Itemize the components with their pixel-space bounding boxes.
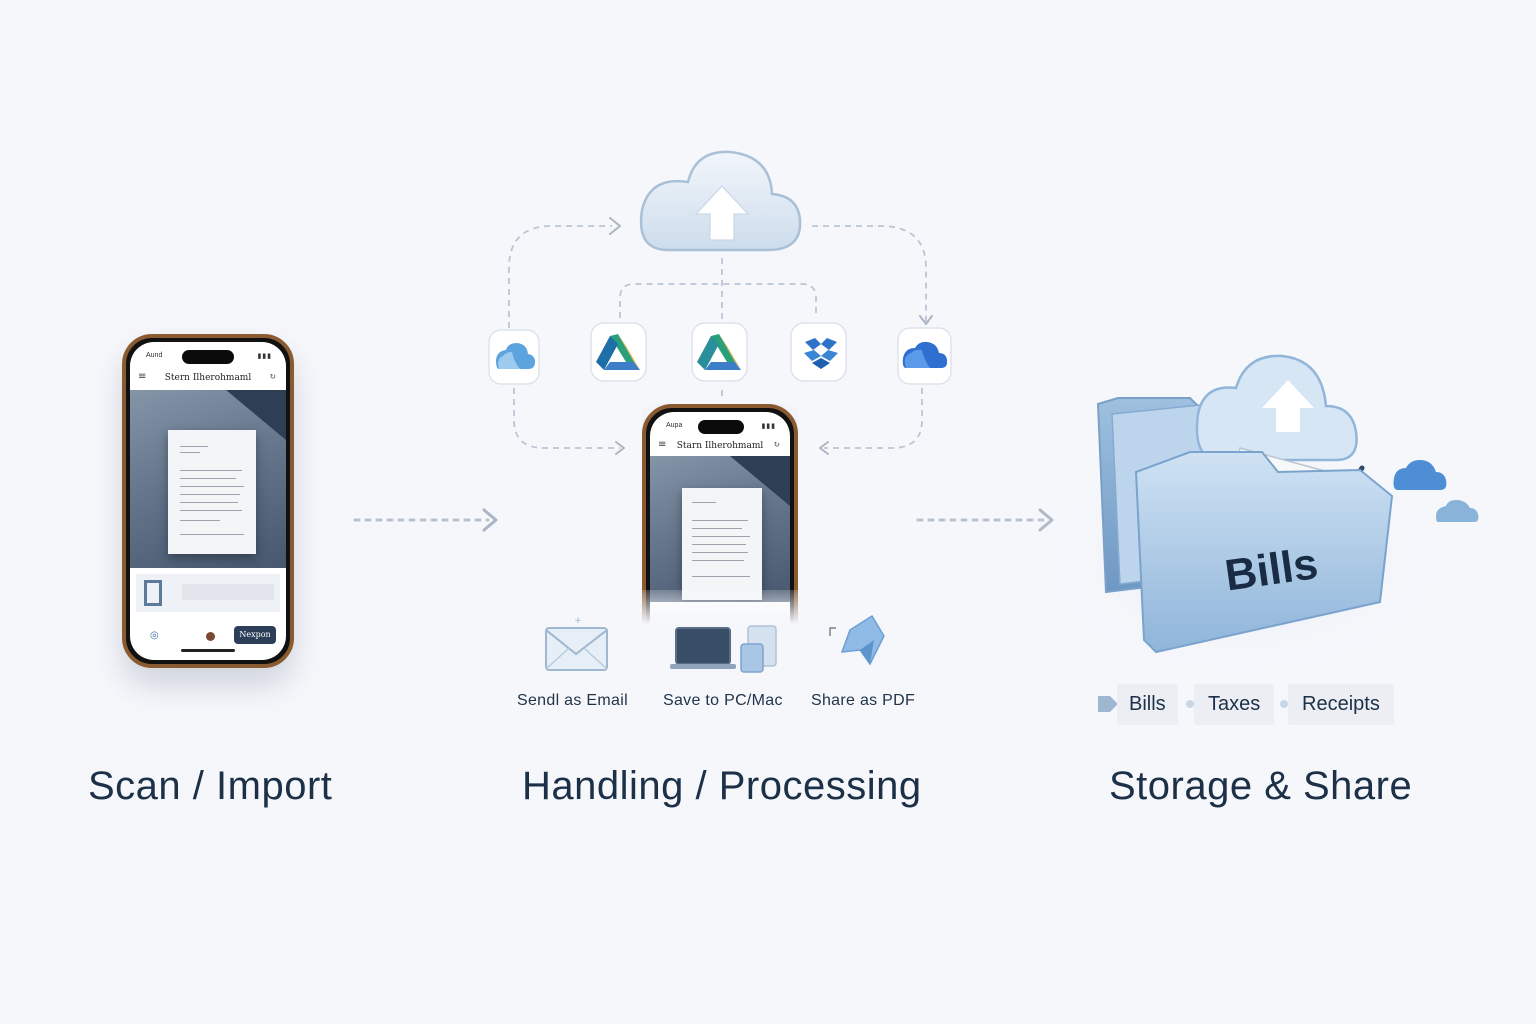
status-time: Aupa bbox=[666, 422, 683, 429]
app-header: ≡ Starn Ilherohmaml ↻ bbox=[650, 436, 790, 458]
upload-cloud-icon bbox=[639, 150, 802, 252]
google-drive-icon bbox=[697, 334, 741, 370]
tag-bills[interactable]: Bills bbox=[1117, 684, 1178, 725]
shutter-icon[interactable] bbox=[206, 632, 215, 641]
thumbnail-strip bbox=[136, 574, 280, 612]
bottom-controls: ◎ Nexpon bbox=[130, 622, 286, 652]
status-bar: Aund ▮▮▮ bbox=[130, 342, 286, 372]
home-indicator bbox=[181, 649, 235, 652]
phone-processing: Aupa ▮▮▮ ≡ Starn Ilherohmaml ↻ bbox=[642, 404, 798, 624]
service-google-drive[interactable] bbox=[590, 322, 647, 382]
phone-fade bbox=[642, 590, 798, 624]
connector-arrowheads bbox=[609, 217, 933, 455]
tag-receipts[interactable]: Receipts bbox=[1288, 684, 1394, 725]
scanned-document bbox=[682, 488, 762, 600]
service-dropbox[interactable] bbox=[790, 322, 847, 382]
dropbox-icon bbox=[804, 338, 838, 369]
refresh-icon[interactable]: ↻ bbox=[773, 440, 780, 449]
phone-screen: Aupa ▮▮▮ ≡ Starn Ilherohmaml ↻ bbox=[650, 412, 790, 624]
tag-taxes[interactable]: Taxes bbox=[1194, 684, 1275, 725]
service-onedrive[interactable] bbox=[897, 327, 952, 385]
camera-viewfinder[interactable] bbox=[130, 390, 286, 568]
action-label-email[interactable]: Sendl as Email bbox=[517, 692, 628, 709]
envelope-icon[interactable]: + bbox=[545, 616, 608, 671]
laptop-icon[interactable] bbox=[670, 625, 777, 673]
tag-separator-dot bbox=[1280, 700, 1288, 708]
phone-notch bbox=[182, 350, 234, 364]
pdf-page-icon[interactable] bbox=[829, 614, 885, 666]
stage-title-scan: Scan / Import bbox=[88, 764, 333, 808]
onedrive-icon bbox=[902, 341, 948, 368]
action-label-share-pdf[interactable]: Share as PDF bbox=[811, 692, 916, 709]
menu-icon[interactable]: ≡ bbox=[658, 439, 667, 450]
phone-frame: Aupa ▮▮▮ ≡ Starn Ilherohmaml ↻ bbox=[642, 404, 798, 624]
status-bar: Aupa ▮▮▮ bbox=[650, 412, 790, 442]
service-icloud[interactable] bbox=[488, 329, 540, 385]
status-time: Aund bbox=[146, 352, 163, 359]
action-label-save-pc[interactable]: Save to PC/Mac bbox=[663, 692, 783, 709]
page-thumbnail[interactable] bbox=[144, 580, 162, 606]
google-drive-icon bbox=[596, 334, 640, 370]
settings-icon[interactable]: ◎ bbox=[150, 630, 159, 641]
phone-scan: Aund ▮▮▮ ≡ Stern Ilherohmaml ↻ bbox=[122, 334, 294, 668]
bills-folder-illustration bbox=[1015, 354, 1479, 690]
thumbnail-placeholder bbox=[182, 584, 274, 600]
tag-separator-dot bbox=[1186, 700, 1194, 708]
signal-icon: ▮▮▮ bbox=[257, 353, 272, 360]
stage-title-storage: Storage & Share bbox=[1109, 764, 1413, 808]
stage-title-processing: Handling / Processing bbox=[522, 764, 922, 808]
phone-notch bbox=[698, 420, 744, 434]
export-button[interactable]: Nexpon bbox=[234, 626, 276, 644]
cloud-connector-lines bbox=[508, 225, 927, 449]
refresh-icon[interactable]: ↻ bbox=[269, 372, 276, 381]
service-google-drive-2[interactable] bbox=[691, 322, 748, 382]
svg-text:+: + bbox=[574, 616, 582, 626]
app-header: ≡ Stern Ilherohmaml ↻ bbox=[130, 368, 286, 390]
menu-icon[interactable]: ≡ bbox=[138, 371, 147, 382]
app-title: Stern Ilherohmaml bbox=[164, 373, 252, 383]
tag-icon bbox=[1098, 696, 1118, 712]
camera-viewfinder[interactable] bbox=[650, 456, 790, 602]
flow-arrow-scan-to-processing bbox=[353, 508, 498, 532]
folder-cloud-icon bbox=[1195, 354, 1358, 462]
app-title: Starn Ilherohmaml bbox=[676, 441, 764, 451]
scanned-document bbox=[168, 430, 256, 554]
signal-icon: ▮▮▮ bbox=[761, 423, 776, 430]
phone-screen: Aund ▮▮▮ ≡ Stern Ilherohmaml ↻ bbox=[130, 342, 286, 660]
icloud-icon bbox=[496, 343, 535, 369]
